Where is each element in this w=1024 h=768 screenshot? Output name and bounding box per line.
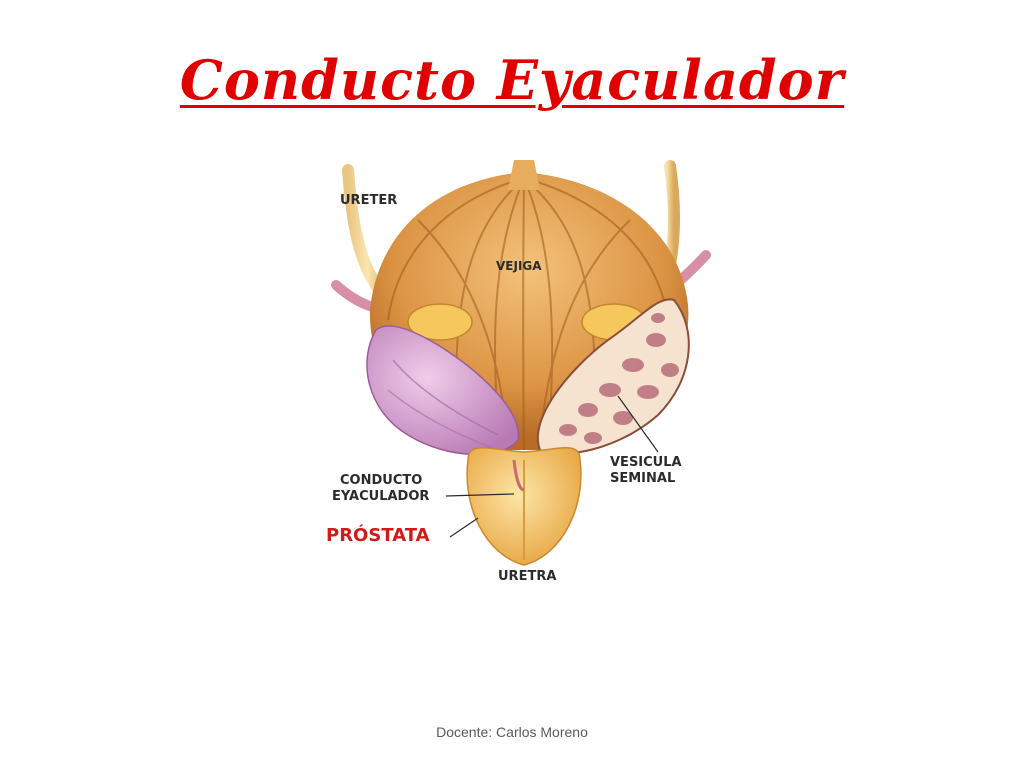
- leader-vesicula: [617, 395, 659, 453]
- label-vesicula-line1: VESICULA: [610, 455, 682, 470]
- anatomy-diagram: URETER VEJIGA CONDUCTO EYACULADOR PRÓSTA…: [326, 160, 711, 584]
- label-vejiga: VEJIGA: [496, 259, 542, 273]
- label-ureter: URETER: [340, 193, 397, 208]
- footer-author: Docente: Carlos Moreno: [436, 724, 588, 740]
- leader-conducto: [445, 493, 515, 497]
- leader-prostata: [449, 517, 479, 538]
- slide-title: Conducto Eyaculador: [179, 48, 845, 112]
- label-conducto-line1: CONDUCTO: [340, 473, 422, 488]
- label-vesicula-line2: SEMINAL: [610, 471, 675, 486]
- ampulla-left: [407, 303, 473, 341]
- label-prostata: PRÓSTATA: [326, 524, 430, 546]
- label-uretra: URETRA: [498, 569, 556, 584]
- seminal-vesicle-left: [366, 325, 519, 456]
- label-conducto-line2: EYACULADOR: [332, 489, 429, 504]
